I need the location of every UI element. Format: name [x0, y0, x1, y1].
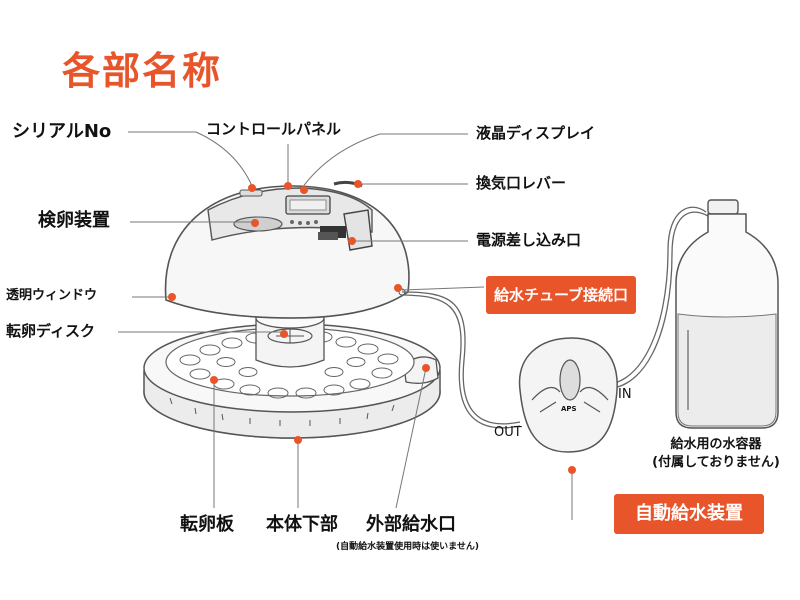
label-lcd: 液晶ディスプレイ: [476, 124, 595, 142]
label-serial: シリアルNo: [12, 121, 112, 142]
label-turning-disc: 転卵ディスク: [6, 322, 95, 340]
label-candler: 検卵装置: [38, 210, 110, 231]
label-external-water-note: (自動給水装置使用時は使いません): [336, 542, 479, 552]
badge-auto-water-device: 自動給水装置: [614, 494, 764, 534]
label-container-line2: (付属しておりません): [652, 455, 780, 470]
badge-tube-port: 給水チューブ接続口: [486, 276, 636, 314]
label-external-water-inlet: 外部給水口: [366, 514, 456, 535]
label-window: 透明ウィンドウ: [6, 288, 98, 303]
label-lower-body: 本体下部: [266, 514, 338, 535]
pump-logo: APS: [561, 405, 577, 413]
label-control-panel: コントロールパネル: [206, 120, 342, 138]
label-container-line1: 給水用の水容器: [670, 437, 762, 452]
water-container-bottle: [675, 199, 779, 429]
leader-lines: [118, 131, 573, 520]
incubator-base: [143, 323, 441, 439]
label-power-inlet: 電源差し込み口: [476, 231, 582, 249]
marker-dots: [168, 180, 576, 474]
auto-water-pump: [518, 337, 618, 453]
page-title: 各部名称: [62, 49, 223, 93]
label-out: OUT: [494, 425, 522, 440]
label-turning-plate: 転卵板: [180, 514, 234, 535]
incubator-dome: [164, 180, 410, 319]
label-vent-lever: 換気口レバー: [476, 174, 567, 192]
label-in: IN: [618, 387, 632, 402]
